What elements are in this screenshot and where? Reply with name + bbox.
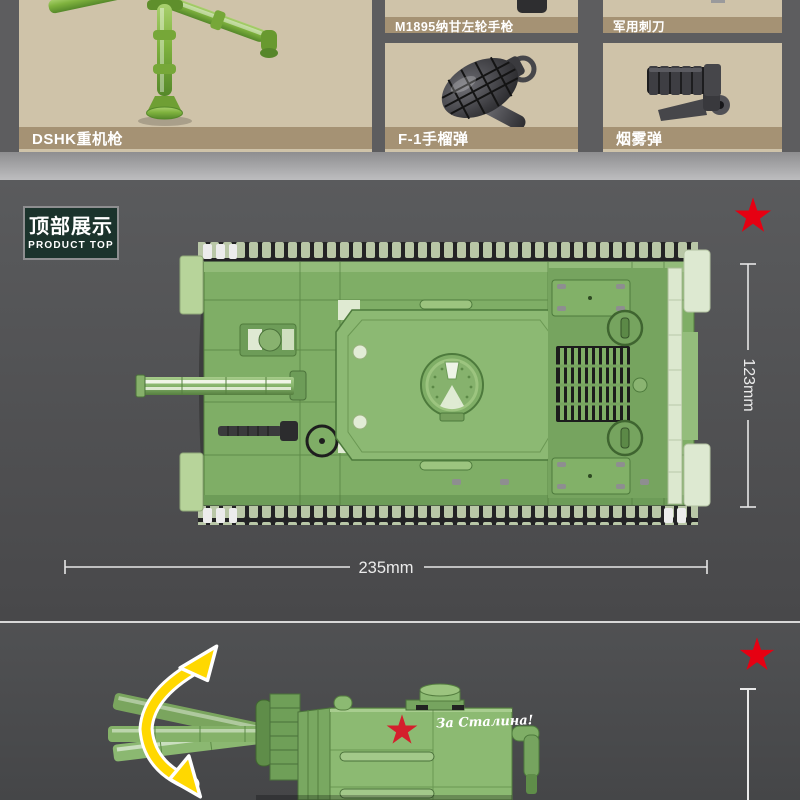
turret-decal-text: За Сталина! [435,713,534,732]
section-badge: 顶部展示 PRODUCT TOP [23,206,119,260]
section-separator [0,152,800,180]
accessory-label-text: DSHK重机枪 [32,130,124,148]
grenade-image [441,55,537,130]
turret-side-view-image [108,644,540,800]
engine-deck [452,249,711,507]
accessory-label-text: M1895纳甘左轮手枪 [395,19,514,34]
accessory-card-bayonet: 军用刺刀 [603,0,782,33]
accessory-card-smoke: 烟雾弹 [603,43,782,152]
dimension-line [747,690,749,800]
section-divider-line [0,621,800,623]
accessory-label-text: 军用刺刀 [613,19,666,34]
tank-turret-top [335,299,563,471]
revolver-image-fragment [517,0,547,13]
accessory-label-text: F-1手榴弹 [398,130,469,148]
accessory-label: 军用刺刀 [603,17,782,33]
red-star-icon [739,637,775,671]
smoke-grenade-image [647,64,730,121]
width-dimension-label: 235mm [358,559,413,577]
rotation-arrow-down [167,754,203,799]
product-top-section: 123mm 235mm 顶部展示 PRODUCT TOP [0,180,800,621]
turret-mantlet [255,693,331,800]
rotation-arrow-up [178,644,219,683]
accessory-label-text: 烟雾弹 [616,130,663,148]
accessory-card-m1895: M1895纳甘左轮手枪 [385,0,578,33]
accessory-card-dshk: DSHK重机枪 [19,0,372,152]
dimension-line [740,688,756,690]
accessory-label: M1895纳甘左轮手枪 [385,17,578,33]
track-strips [198,242,698,525]
accessory-card-f1-grenade: F-1手榴弹 [385,43,578,152]
tank-top-view-image: 123mm 235mm [64,242,757,577]
turret-rotation-section: За Сталина! [0,623,800,800]
bayonet-image-fragment [711,0,725,3]
accessories-section: DSHK重机枪 M1895纳甘左轮手枪 [0,0,800,152]
dimension-lines [64,263,756,574]
badge-subtitle: PRODUCT TOP [28,239,114,251]
hull-mg [218,421,298,441]
machine-gun-tripod-image [48,0,278,126]
accessory-label: DSHK重机枪 [19,127,372,149]
red-star-icon [734,197,772,232]
accessory-label: F-1手榴弹 [385,127,578,149]
height-dimension-label: 123mm [740,358,757,411]
turret-body [256,683,540,800]
badge-title: 顶部展示 [29,215,113,238]
gun-barrel-top [135,370,307,401]
accessory-label: 烟雾弹 [603,127,782,149]
rotation-arrows-icon [138,644,219,799]
